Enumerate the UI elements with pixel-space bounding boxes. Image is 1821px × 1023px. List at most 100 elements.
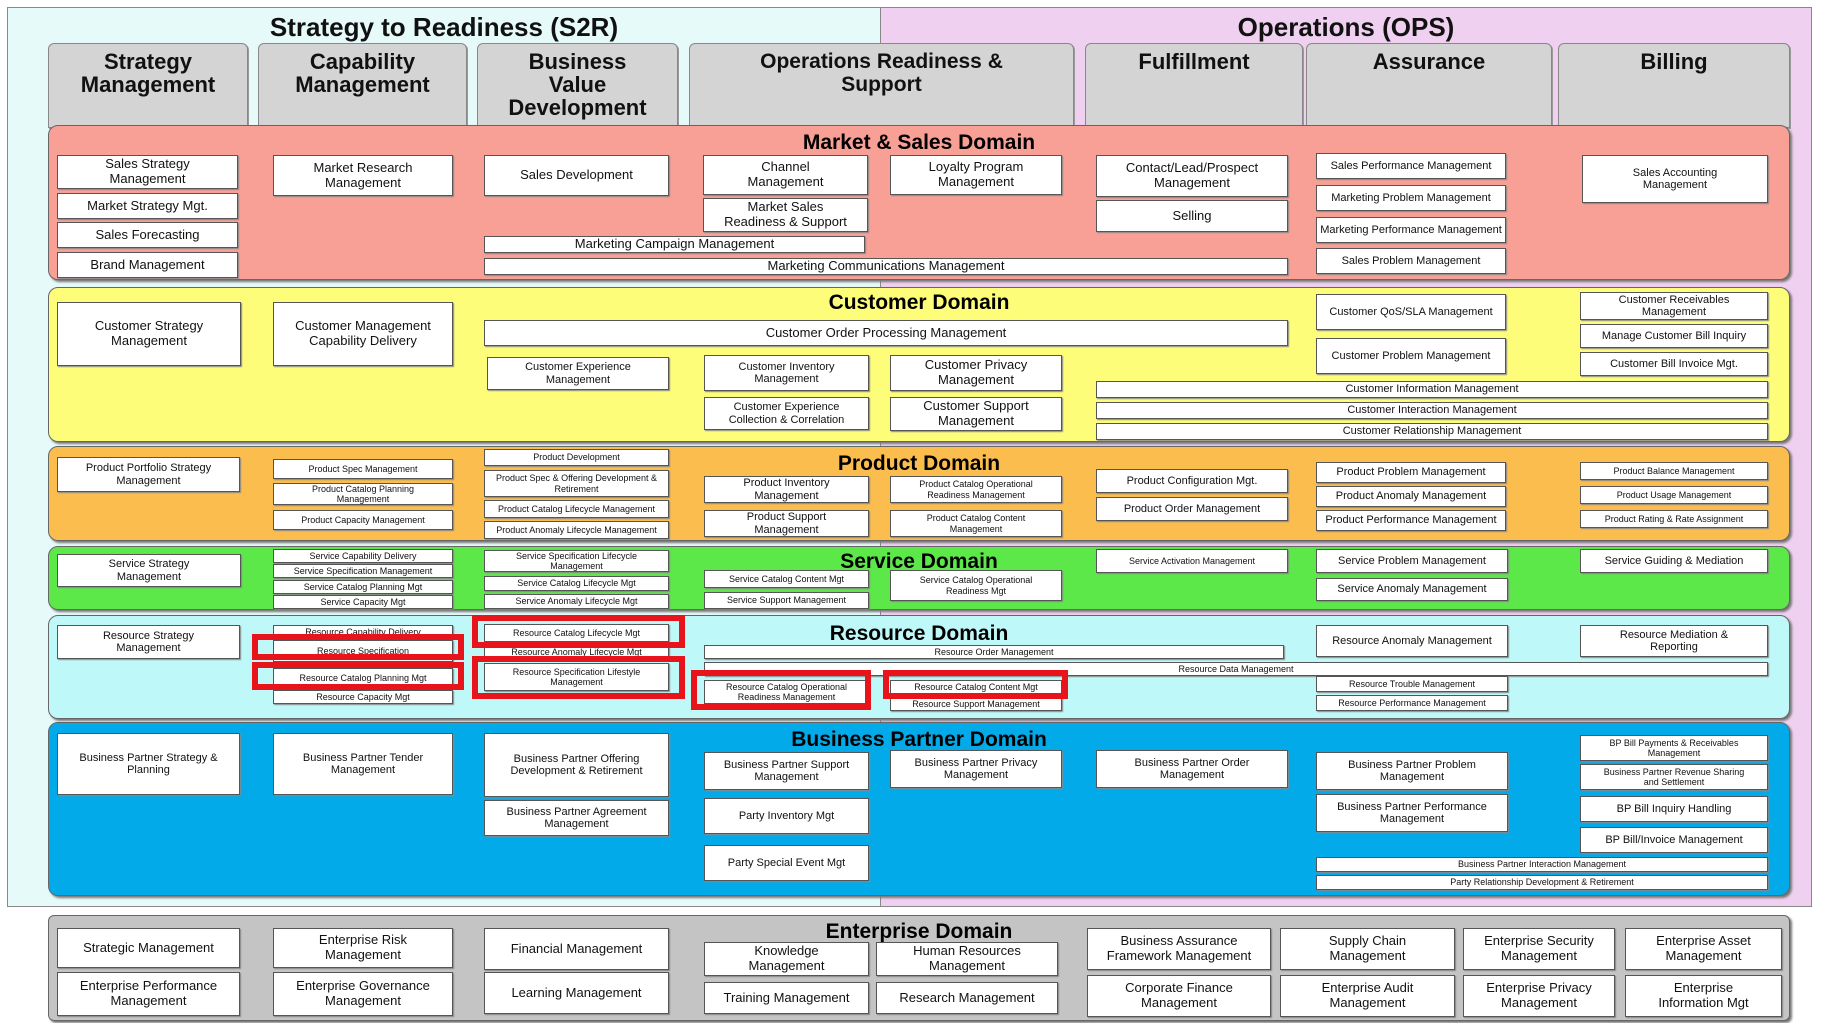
box-manage-customer-bill-inquiry[interactable]: Manage Customer Bill Inquiry <box>1580 324 1768 348</box>
box-enterprise-asset-management[interactable]: Enterprise Asset Management <box>1625 928 1782 970</box>
box-business-partner-strategy-planning[interactable]: Business Partner Strategy & Planning <box>57 733 240 795</box>
box-resource-performance-management[interactable]: Resource Performance Management <box>1316 695 1508 711</box>
box-customer-privacy-management[interactable]: Customer Privacy Management <box>890 355 1062 391</box>
box-business-partner-revenue-sharing-and-settlement[interactable]: Business Partner Revenue Sharing and Set… <box>1580 764 1768 790</box>
box-service-anomaly-lifecycle-mgt[interactable]: Service Anomaly Lifecycle Mgt <box>484 594 669 609</box>
box-product-catalog-operational-readiness-management[interactable]: Product Catalog Operational Readiness Ma… <box>890 476 1062 503</box>
box-product-usage-management[interactable]: Product Usage Management <box>1580 486 1768 504</box>
box-business-partner-offering-development-retirement[interactable]: Business Partner Offering Development & … <box>484 733 669 797</box>
box-bp-bill-payments-receivables-management[interactable]: BP Bill Payments & Receivables Managemen… <box>1580 735 1768 761</box>
box-resource-strategy-management[interactable]: Resource Strategy Management <box>57 625 240 659</box>
box-enterprise-performance-management[interactable]: Enterprise Performance Management <box>57 972 240 1016</box>
box-market-research-management[interactable]: Market Research Management <box>273 155 453 196</box>
box-customer-experience-collection-correlation[interactable]: Customer Experience Collection & Correla… <box>704 397 869 430</box>
box-party-special-event-mgt[interactable]: Party Special Event Mgt <box>704 845 869 881</box>
box-service-specification-management[interactable]: Service Specification Management <box>273 564 453 578</box>
box-service-anomaly-management[interactable]: Service Anomaly Management <box>1316 578 1508 601</box>
box-product-configuration-mgt[interactable]: Product Configuration Mgt. <box>1096 469 1288 493</box>
box-customer-inventory-management[interactable]: Customer Inventory Management <box>704 355 869 391</box>
box-sales-accounting-management[interactable]: Sales Accounting Management <box>1582 155 1768 203</box>
box-party-inventory-mgt[interactable]: Party Inventory Mgt <box>704 798 869 834</box>
box-product-catalog-content-management[interactable]: Product Catalog Content Management <box>890 510 1062 537</box>
box-resource-mediation-reporting[interactable]: Resource Mediation & Reporting <box>1580 625 1768 657</box>
box-sales-strategy-management[interactable]: Sales Strategy Management <box>57 155 238 189</box>
box-customer-relationship-management[interactable]: Customer Relationship Management <box>1096 423 1768 440</box>
box-market-sales-readiness-support[interactable]: Market Sales Readiness & Support <box>703 198 868 232</box>
box-service-catalog-content-mgt[interactable]: Service Catalog Content Mgt <box>704 570 869 588</box>
box-customer-support-management[interactable]: Customer Support Management <box>890 397 1062 431</box>
box-service-catalog-lifecycle-mgt[interactable]: Service Catalog Lifecycle Mgt <box>484 576 669 591</box>
box-strategic-management[interactable]: Strategic Management <box>57 928 240 968</box>
box-corporate-finance-management[interactable]: Corporate Finance Management <box>1087 975 1271 1017</box>
box-business-partner-support-management[interactable]: Business Partner Support Management <box>704 752 869 790</box>
box-business-partner-performance-management[interactable]: Business Partner Performance Management <box>1316 794 1508 832</box>
box-enterprise-information-mgt[interactable]: Enterprise Information Mgt <box>1625 975 1782 1017</box>
box-customer-management-capability-delivery[interactable]: Customer Management Capability Delivery <box>273 302 453 366</box>
box-product-rating-rate-assignment[interactable]: Product Rating & Rate Assignment <box>1580 510 1768 528</box>
box-business-partner-agreement-management[interactable]: Business Partner Agreement Management <box>484 800 669 836</box>
box-resource-catalog-lifecycle-mgt[interactable]: Resource Catalog Lifecycle Mgt <box>484 624 669 642</box>
box-customer-bill-invoice-mgt[interactable]: Customer Bill Invoice Mgt. <box>1580 352 1768 376</box>
box-service-problem-management[interactable]: Service Problem Management <box>1316 549 1508 573</box>
box-resource-order-management[interactable]: Resource Order Management <box>704 645 1284 659</box>
box-market-strategy-mgt[interactable]: Market Strategy Mgt. <box>57 193 238 219</box>
box-business-partner-order-management[interactable]: Business Partner Order Management <box>1096 750 1288 788</box>
box-brand-management[interactable]: Brand Management <box>57 252 238 278</box>
box-resource-catalog-operational-readiness-management[interactable]: Resource Catalog Operational Readiness M… <box>704 680 869 704</box>
box-resource-anomaly-lifecycle-mgt[interactable]: Resource Anomaly Lifecycle Mgt <box>484 645 669 659</box>
box-service-specification-lifecycle-management[interactable]: Service Specification Lifecycle Manageme… <box>484 550 669 572</box>
box-product-spec-offering-development-retirement[interactable]: Product Spec & Offering Development & Re… <box>484 470 669 497</box>
box-product-anomaly-management[interactable]: Product Anomaly Management <box>1316 486 1506 507</box>
box-service-catalog-planning-mgt[interactable]: Service Catalog Planning Mgt <box>273 580 453 594</box>
box-product-portfolio-strategy-management[interactable]: Product Portfolio Strategy Management <box>57 457 240 492</box>
box-customer-strategy-management[interactable]: Customer Strategy Management <box>57 302 241 366</box>
box-enterprise-risk-management[interactable]: Enterprise Risk Management <box>273 928 453 968</box>
box-human-resources-management[interactable]: Human Resources Management <box>876 942 1058 976</box>
box-enterprise-governance-management[interactable]: Enterprise Governance Management <box>273 972 453 1016</box>
box-sales-forecasting[interactable]: Sales Forecasting <box>57 222 238 248</box>
box-financial-management[interactable]: Financial Management <box>484 928 669 970</box>
box-customer-order-processing-management[interactable]: Customer Order Processing Management <box>484 320 1288 346</box>
box-enterprise-privacy-management[interactable]: Enterprise Privacy Management <box>1463 975 1615 1017</box>
box-selling[interactable]: Selling <box>1096 200 1288 232</box>
box-marketing-campaign-management[interactable]: Marketing Campaign Management <box>484 236 865 253</box>
box-customer-qos-sla-management[interactable]: Customer QoS/SLA Management <box>1316 294 1506 330</box>
box-resource-anomaly-management[interactable]: Resource Anomaly Management <box>1316 625 1508 657</box>
box-product-spec-management[interactable]: Product Spec Management <box>273 459 453 479</box>
box-customer-information-management[interactable]: Customer Information Management <box>1096 381 1768 398</box>
box-enterprise-security-management[interactable]: Enterprise Security Management <box>1463 928 1615 970</box>
box-product-catalog-lifecycle-management[interactable]: Product Catalog Lifecycle Management <box>484 500 669 518</box>
box-service-capability-delivery[interactable]: Service Capability Delivery <box>273 549 453 563</box>
box-business-partner-problem-management[interactable]: Business Partner Problem Management <box>1316 752 1508 790</box>
box-customer-receivables-management[interactable]: Customer Receivables Management <box>1580 292 1768 320</box>
box-product-support-management[interactable]: Product Support Management <box>704 510 869 537</box>
box-resource-capacity-mgt[interactable]: Resource Capacity Mgt <box>273 690 453 704</box>
box-service-catalog-operational-readiness-mgt[interactable]: Service Catalog Operational Readiness Mg… <box>890 570 1062 601</box>
box-supply-chain-management[interactable]: Supply Chain Management <box>1280 928 1455 970</box>
box-marketing-performance-management[interactable]: Marketing Performance Management <box>1316 217 1506 243</box>
box-product-balance-management[interactable]: Product Balance Management <box>1580 462 1768 480</box>
box-product-inventory-management[interactable]: Product Inventory Management <box>704 476 869 503</box>
box-product-problem-management[interactable]: Product Problem Management <box>1316 462 1506 483</box>
box-business-partner-interaction-management[interactable]: Business Partner Interaction Management <box>1316 857 1768 872</box>
box-resource-specification-lifestyle-management[interactable]: Resource Specification Lifestyle Managem… <box>484 663 669 691</box>
box-bp-bill-inquiry-handling[interactable]: BP Bill Inquiry Handling <box>1580 796 1768 822</box>
box-product-performance-management[interactable]: Product Performance Management <box>1316 510 1506 531</box>
box-sales-problem-management[interactable]: Sales Problem Management <box>1316 248 1506 274</box>
box-enterprise-audit-management[interactable]: Enterprise Audit Management <box>1280 975 1455 1017</box>
box-contact-lead-prospect-management[interactable]: Contact/Lead/Prospect Management <box>1096 155 1288 197</box>
box-business-assurance-framework-management[interactable]: Business Assurance Framework Management <box>1087 928 1271 970</box>
box-resource-catalog-content-mgt[interactable]: Resource Catalog Content Mgt <box>890 680 1062 694</box>
box-party-relationship-development-retirement[interactable]: Party Relationship Development & Retirem… <box>1316 875 1768 890</box>
box-customer-problem-management[interactable]: Customer Problem Management <box>1316 338 1506 374</box>
box-knowledge-management[interactable]: Knowledge Management <box>704 942 869 976</box>
box-training-management[interactable]: Training Management <box>704 982 869 1014</box>
box-service-strategy-management[interactable]: Service Strategy Management <box>57 554 241 587</box>
box-product-order-management[interactable]: Product Order Management <box>1096 497 1288 521</box>
box-service-support-management[interactable]: Service Support Management <box>704 592 869 609</box>
box-channel-management[interactable]: Channel Management <box>703 155 868 195</box>
box-business-partner-privacy-management[interactable]: Business Partner Privacy Management <box>890 750 1062 788</box>
box-marketing-communications-management[interactable]: Marketing Communications Management <box>484 258 1288 275</box>
box-customer-experience-management[interactable]: Customer Experience Management <box>487 357 669 390</box>
box-sales-development[interactable]: Sales Development <box>484 155 669 196</box>
